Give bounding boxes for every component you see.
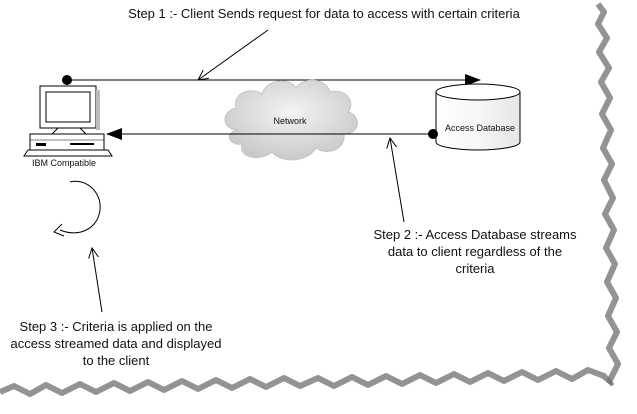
response-arrowhead xyxy=(106,128,122,140)
network-label: Network xyxy=(273,116,307,126)
step-2-line-3: criteria xyxy=(455,261,495,276)
step-1-pointer-arrow xyxy=(198,29,269,80)
database-cylinder-icon xyxy=(435,83,521,151)
step-2-line-1: Step 2 :- Access Database streams xyxy=(373,227,577,242)
step-3-line-2: access streamed data and displayed xyxy=(10,336,221,351)
client-label: IBM Compatible xyxy=(32,158,96,168)
request-arrowhead xyxy=(465,74,481,86)
network-cloud-icon xyxy=(224,79,358,161)
request-origin-dot xyxy=(62,75,72,85)
step-1-text: Step 1 :- Client Sends request for data … xyxy=(128,6,520,21)
step-3-line-1: Step 3 :- Criteria is applied on the xyxy=(20,319,213,334)
circular-process-arrow-icon xyxy=(53,180,101,237)
client-computer-icon xyxy=(23,85,113,157)
step-2-line-2: data to client regardless of the xyxy=(388,244,562,259)
response-origin-dot xyxy=(428,129,438,139)
step-3-pointer-arrow xyxy=(92,248,103,313)
step-2-pointer-arrow xyxy=(390,138,405,223)
step-3-text: Step 3 :- Criteria is applied on the acc… xyxy=(10,319,221,368)
database-label: Access Database xyxy=(445,123,515,133)
step-3-line-3: to the client xyxy=(83,353,150,368)
step-2-text: Step 2 :- Access Database streams data t… xyxy=(373,227,577,276)
